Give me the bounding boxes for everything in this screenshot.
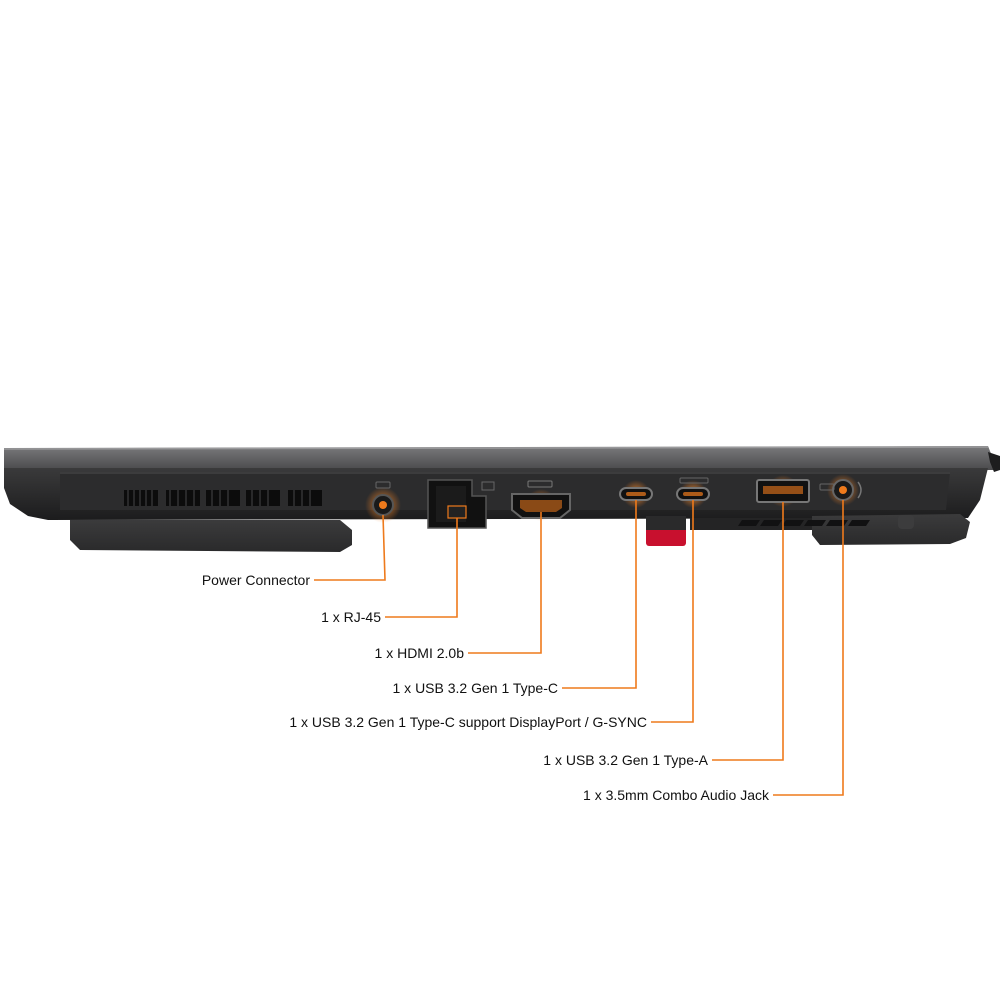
- leader-usba: [712, 502, 784, 761]
- label-audio-jack: 1 x 3.5mm Combo Audio Jack: [583, 787, 769, 803]
- usb-c-port-icon: [619, 487, 653, 501]
- callout-leaders: [314, 500, 844, 796]
- laptop-body: [4, 468, 988, 552]
- power-port-icon: [372, 481, 394, 516]
- label-rj45: 1 x RJ-45: [321, 609, 381, 625]
- leader-audio: [773, 500, 844, 796]
- label-usb-c-displayport: 1 x USB 3.2 Gen 1 Type-C support Display…: [289, 714, 647, 730]
- hdmi-port-icon: [511, 480, 571, 519]
- red-accent-tab: [646, 526, 686, 546]
- vent-grille: [124, 490, 322, 506]
- laptop-lid: [3, 446, 1000, 472]
- leader-usbc1: [562, 500, 637, 689]
- usb-a-port-icon: [756, 479, 810, 503]
- side-vent-slots: [738, 520, 870, 526]
- leader-hdmi: [468, 512, 542, 654]
- label-hdmi: 1 x HDMI 2.0b: [374, 645, 464, 661]
- label-usb-a: 1 x USB 3.2 Gen 1 Type-A: [543, 752, 708, 768]
- leader-rj45: [385, 518, 458, 618]
- label-power-connector: Power Connector: [201, 572, 310, 588]
- leader-usbc2: [651, 500, 694, 723]
- label-usb-c: 1 x USB 3.2 Gen 1 Type-C: [392, 680, 559, 696]
- leader-power: [314, 514, 386, 581]
- usb-c-port-icon: [676, 477, 710, 501]
- ethernet-port-icon: [427, 479, 495, 529]
